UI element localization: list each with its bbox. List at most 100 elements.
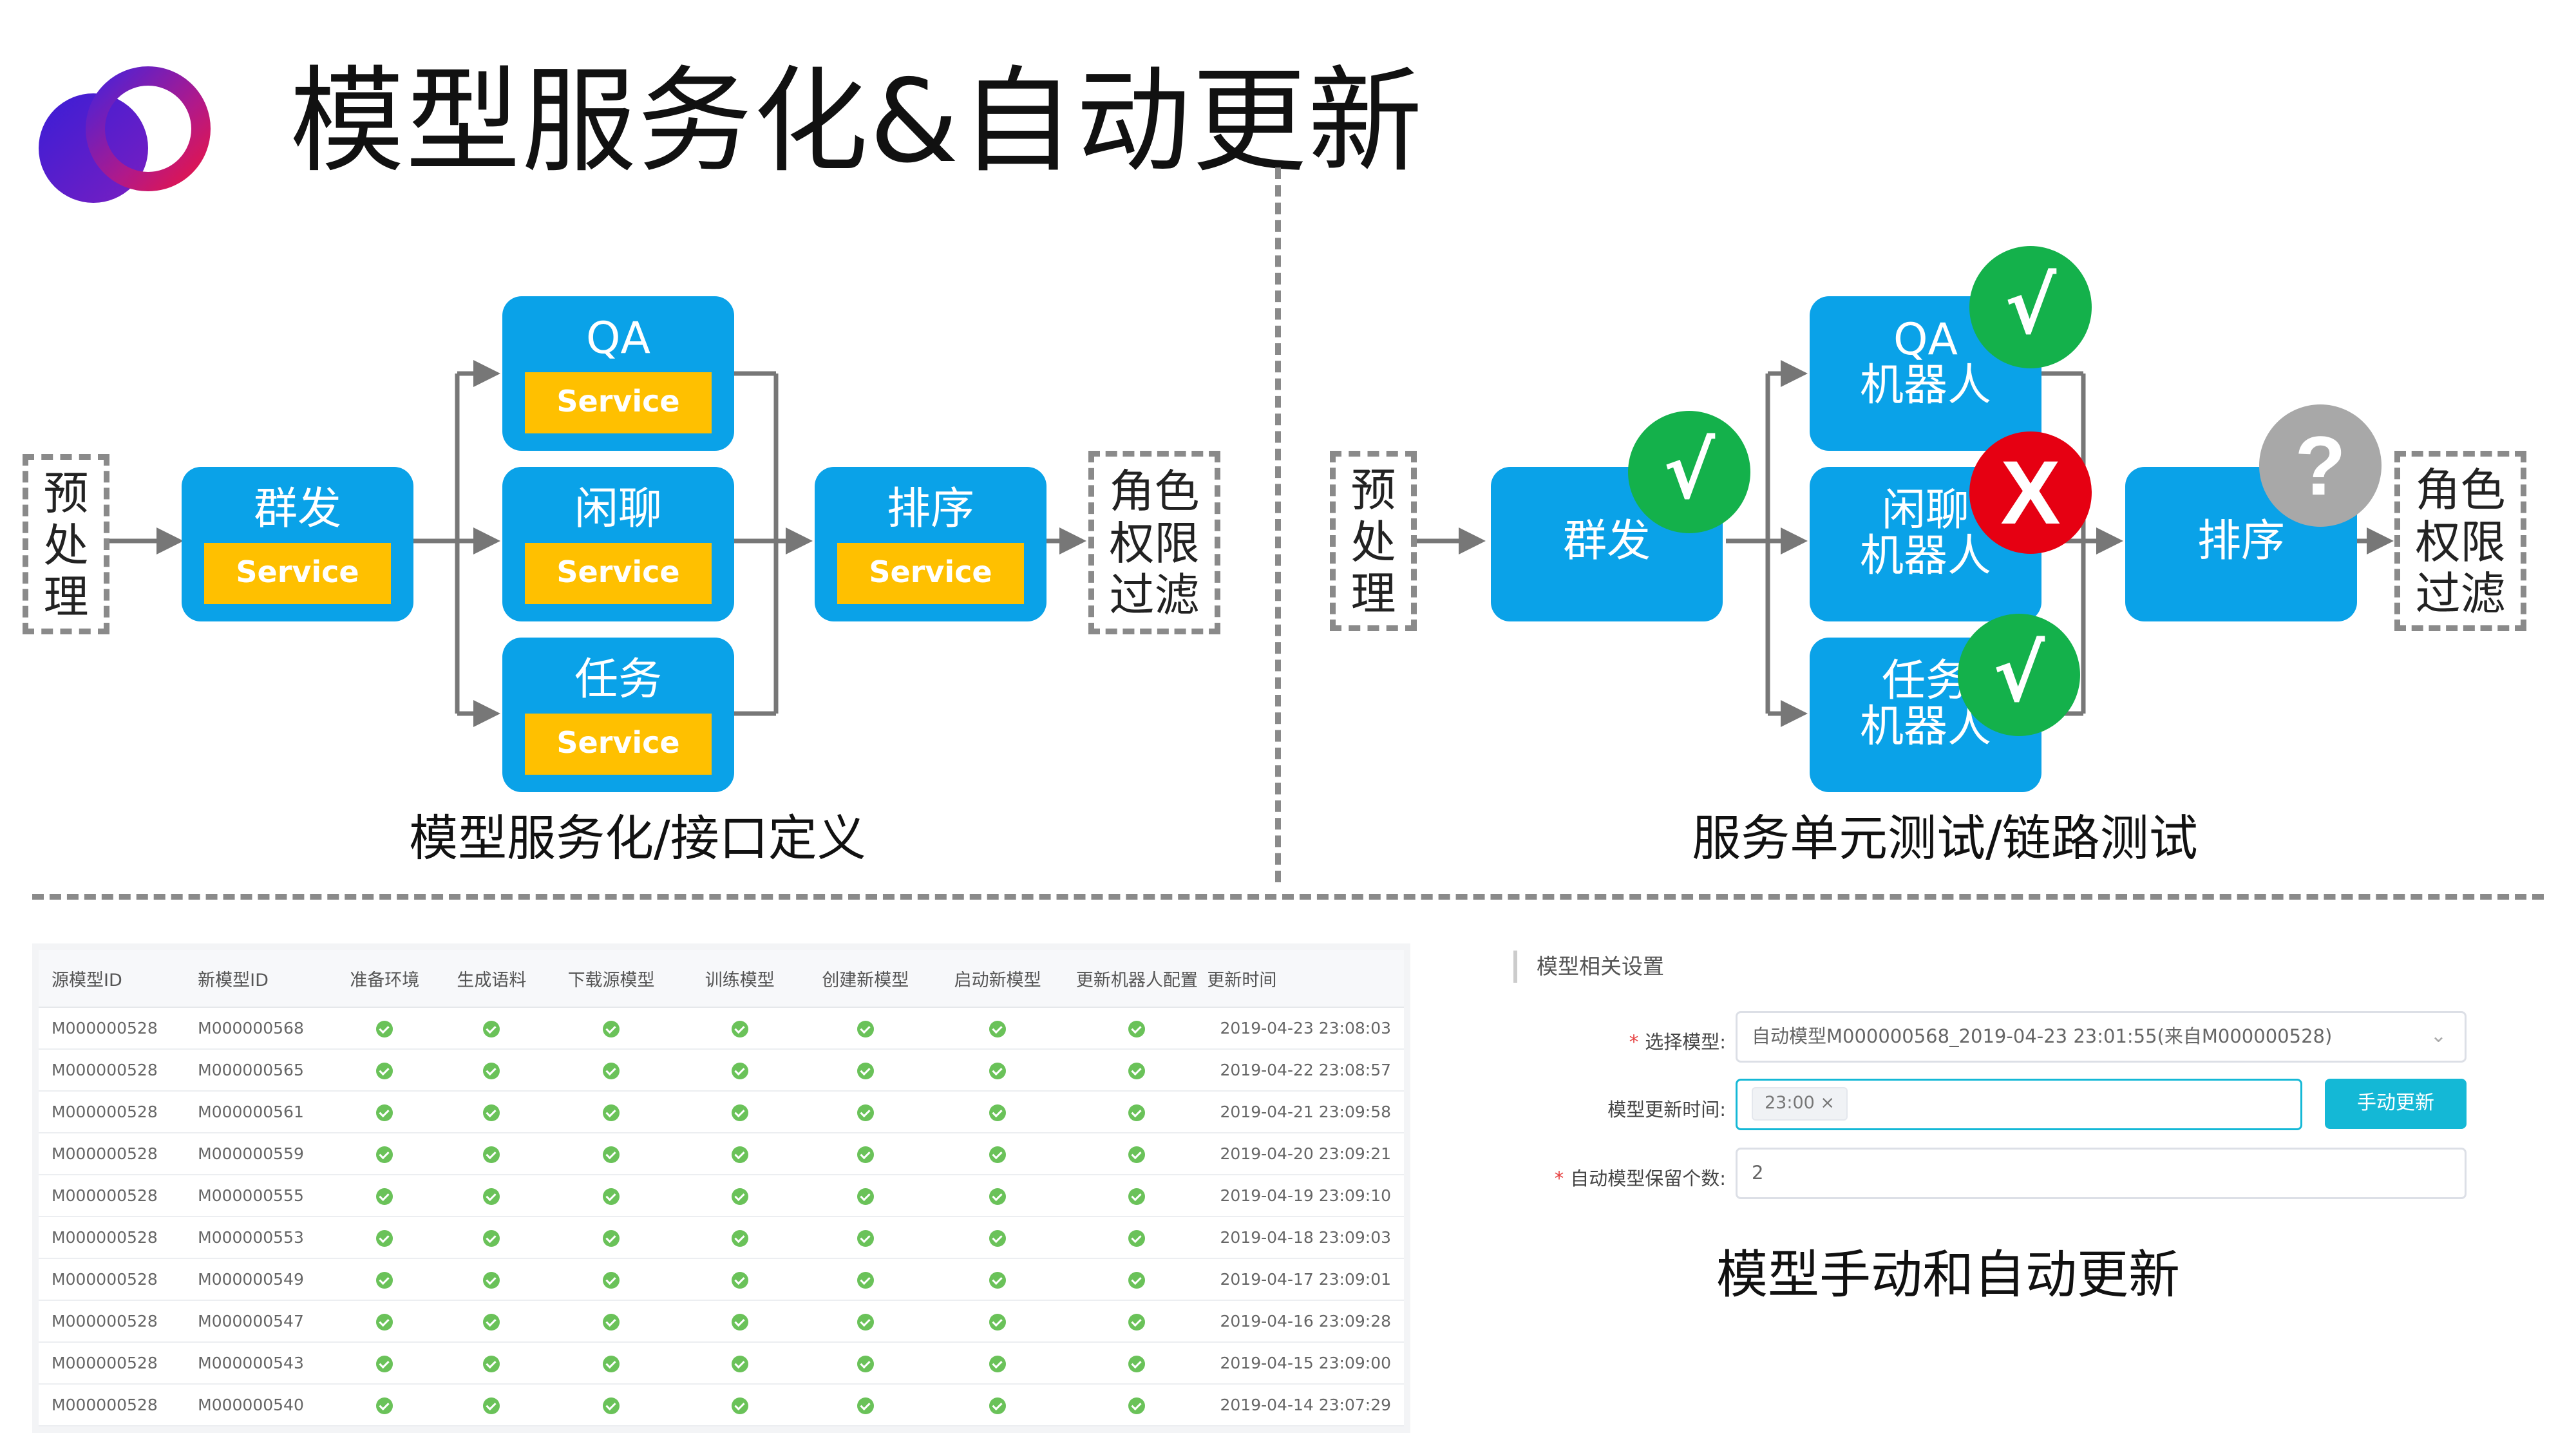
status-cell: [802, 1300, 929, 1343]
success-check-icon: [1128, 1314, 1146, 1331]
success-check-icon: [731, 1356, 748, 1372]
source-model-id: M000000528: [39, 1175, 185, 1217]
status-cell: [545, 1175, 677, 1217]
status-cell: [1066, 1217, 1208, 1259]
status-cell: [677, 1217, 802, 1259]
horizontal-divider: [32, 894, 2544, 900]
column-header[interactable]: 源模型ID: [39, 950, 185, 1008]
keep-count-label-text: 自动模型保留个数:: [1570, 1168, 1726, 1189]
success-check-icon: [1128, 1356, 1146, 1372]
column-header[interactable]: 创建新模型: [802, 950, 929, 1008]
chat-label: 闲聊: [574, 484, 662, 535]
status-cell: [545, 1049, 677, 1092]
column-header[interactable]: 训练模型: [677, 950, 802, 1008]
keep-count-input[interactable]: 2: [1736, 1148, 2467, 1199]
tag-close-icon[interactable]: ×: [1820, 1093, 1835, 1113]
model-update-table: 源模型ID 新模型ID 准备环境 生成语料 下载源模型 训练模型 创建新模型 启…: [39, 950, 1404, 1426]
question-icon: ?: [2259, 404, 2382, 527]
column-header[interactable]: 准备环境: [331, 950, 439, 1008]
settings-title: 模型相关设置: [1513, 951, 1664, 983]
status-cell: [677, 1258, 802, 1301]
cross-icon: X: [1969, 431, 2092, 554]
time-tag[interactable]: 23:00 ×: [1752, 1087, 1848, 1121]
success-check-icon: [603, 1397, 620, 1414]
status-cell: [1066, 1342, 1208, 1385]
column-header[interactable]: 生成语料: [438, 950, 545, 1008]
status-cell: [1066, 1049, 1208, 1092]
column-header[interactable]: 更新时间: [1207, 950, 1404, 1008]
status-cell: [438, 1175, 545, 1217]
manual-update-button[interactable]: 手动更新: [2325, 1079, 2467, 1129]
status-cell: [677, 1300, 802, 1343]
update-time: 2019-04-14 23:07:29: [1207, 1384, 1404, 1426]
success-check-icon: [1128, 1021, 1146, 1037]
new-model-id: M000000568: [185, 1007, 332, 1050]
column-header[interactable]: 更新机器人配置: [1066, 950, 1208, 1008]
status-cell: [1066, 1258, 1208, 1301]
new-model-id: M000000540: [185, 1384, 332, 1426]
success-check-icon: [857, 1188, 874, 1205]
task-label: 任务: [574, 654, 662, 705]
new-model-id: M000000565: [185, 1049, 332, 1092]
status-cell: [331, 1300, 439, 1343]
success-check-icon: [857, 1146, 874, 1163]
preprocess-char: 理: [1350, 567, 1396, 620]
status-cell: [1066, 1133, 1208, 1175]
status-cell: [545, 1133, 677, 1175]
success-check-icon: [1128, 1104, 1146, 1121]
source-model-id: M000000528: [39, 1133, 185, 1175]
column-header[interactable]: 下载源模型: [545, 950, 677, 1008]
success-check-icon: [483, 1314, 500, 1331]
preprocess-char: 处: [43, 518, 89, 572]
status-cell: [802, 1175, 929, 1217]
role-filter-line: 权限: [2415, 515, 2506, 569]
status-cell: [545, 1091, 677, 1133]
status-cell: [545, 1300, 677, 1343]
model-select[interactable]: 自动模型M000000568_2019-04-23 23:01:55(来自M00…: [1736, 1011, 2467, 1063]
success-check-icon: [731, 1397, 748, 1414]
column-header[interactable]: 启动新模型: [928, 950, 1067, 1008]
update-time-input[interactable]: 23:00 ×: [1736, 1079, 2302, 1130]
status-cell: [331, 1049, 439, 1092]
update-time: 2019-04-18 23:09:03: [1207, 1217, 1404, 1259]
success-check-icon: [603, 1188, 620, 1205]
new-model-id: M000000559: [185, 1133, 332, 1175]
success-check-icon: [857, 1272, 874, 1289]
source-model-id: M000000528: [39, 1300, 185, 1343]
status-cell: [677, 1133, 802, 1175]
left-caption: 模型服务化/接口定义: [409, 810, 866, 867]
success-check-icon: [376, 1356, 393, 1372]
column-header[interactable]: 新模型ID: [185, 950, 332, 1008]
success-check-icon: [603, 1356, 620, 1372]
time-tag-value: 23:00: [1765, 1093, 1815, 1113]
status-cell: [928, 1342, 1067, 1385]
diagram-connectors: [109, 360, 2394, 727]
status-cell: [802, 1342, 929, 1385]
dispatch-label: 群发: [1562, 516, 1651, 567]
status-cell: [677, 1049, 802, 1092]
dispatch-label: 群发: [253, 484, 341, 535]
role-filter-line: 过滤: [2415, 567, 2506, 620]
status-cell: [438, 1300, 545, 1343]
robot-label: 机器人: [1859, 360, 1991, 412]
status-cell: [928, 1091, 1067, 1133]
keep-count-label: *自动模型保留个数:: [1513, 1164, 1726, 1191]
success-check-icon: [483, 1021, 500, 1037]
select-model-label: *选择模型:: [1513, 1027, 1726, 1054]
status-cell: [1066, 1384, 1208, 1426]
chat-service-box: 闲聊 Service: [502, 467, 734, 621]
status-cell: [677, 1091, 802, 1133]
success-check-icon: [731, 1063, 748, 1079]
status-cell: [802, 1384, 929, 1426]
success-check-icon: [857, 1063, 874, 1079]
